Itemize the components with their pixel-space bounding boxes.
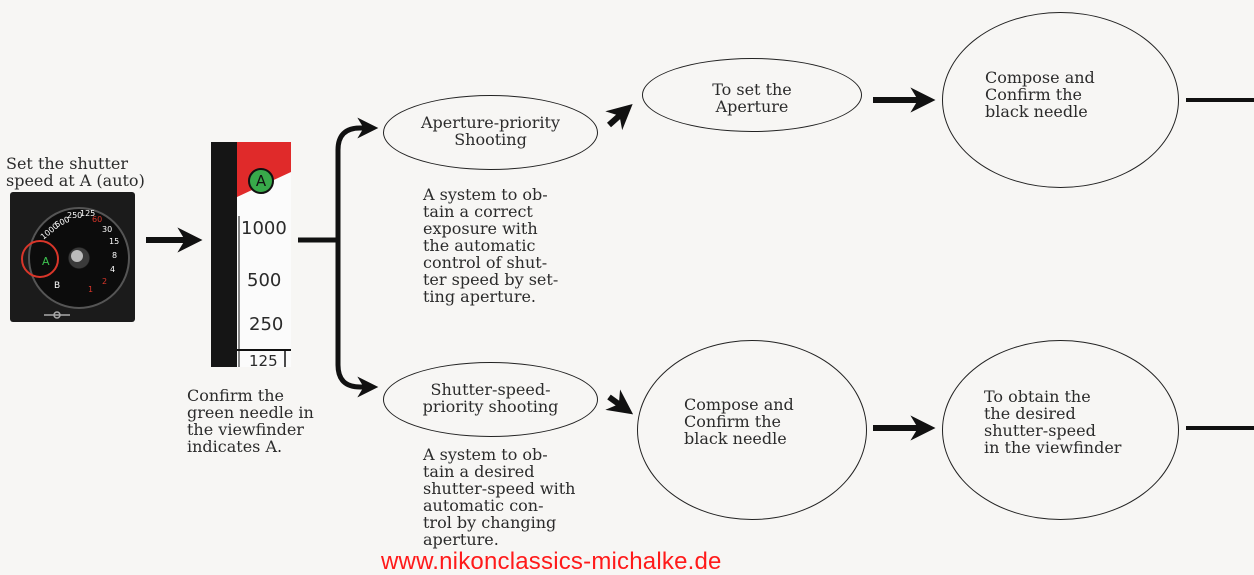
dial-mark: 250 bbox=[67, 211, 82, 220]
scale-value: 250 bbox=[249, 314, 284, 335]
compose-confirm-top-node bbox=[942, 12, 1179, 188]
compose-confirm-bottom-node bbox=[637, 340, 867, 520]
arrow-to-compose-bottom bbox=[605, 389, 634, 415]
dial-mark: 125 bbox=[80, 209, 95, 218]
dial-mark: 30 bbox=[102, 225, 112, 234]
aperture-priority-node bbox=[383, 95, 598, 170]
obtain-shutter-speed-node bbox=[942, 340, 1179, 520]
arrow-branch-shutter bbox=[335, 240, 379, 398]
dial-mark: 1 bbox=[88, 285, 93, 294]
dial-mark: 2 bbox=[102, 277, 107, 286]
dial-center bbox=[71, 250, 83, 262]
shutter-priority-title: Shutter-speed- priority shooting bbox=[422, 380, 559, 416]
scale-value: 125 bbox=[249, 352, 278, 370]
dial-mark: B bbox=[54, 281, 60, 291]
aperture-priority-title: Aperture-priority Shooting bbox=[420, 113, 561, 149]
arrow-branch-aperture bbox=[335, 117, 379, 240]
shutter-priority-node bbox=[383, 362, 598, 437]
scale-value: 500 bbox=[247, 270, 282, 291]
scale-value: 1000 bbox=[241, 218, 287, 239]
confirm-green-needle-label: Confirm the green needle in the viewfind… bbox=[187, 386, 314, 456]
aperture-priority-description: A system to ob- tain a correct exposure … bbox=[423, 185, 559, 306]
dial-highlight-circle bbox=[21, 240, 59, 278]
viewfinder-scale: 1000 500 250 125 bbox=[211, 142, 291, 370]
dial-mark: 4 bbox=[110, 265, 115, 274]
set-aperture-label: To set the Aperture bbox=[712, 80, 792, 116]
obtain-shutter-speed-label: To obtain the the desired shutter-speed … bbox=[984, 387, 1122, 457]
watermark-text[interactable]: www.nikonclassics-michalke.de bbox=[381, 548, 722, 575]
set-shutter-speed-label: Set the shutter speed at A (auto) bbox=[6, 154, 145, 190]
dial-mark: 8 bbox=[112, 251, 117, 260]
arrow-to-set-aperture bbox=[605, 103, 633, 131]
shutter-dial-image: A 1000 500 250 125 60 30 15 8 4 2 1 B bbox=[10, 192, 135, 322]
dial-mark: 60 bbox=[92, 215, 102, 224]
shutter-priority-description: A system to ob- tain a desired shutter-s… bbox=[423, 445, 576, 549]
dial-mark: A bbox=[42, 255, 50, 268]
shutter-dial-markings: A 1000 500 250 125 60 30 15 8 4 2 1 B bbox=[21, 209, 119, 319]
scale-black-bar bbox=[211, 142, 237, 367]
dial-mark: 15 bbox=[109, 237, 119, 246]
auto-badge: A bbox=[248, 168, 274, 194]
compose-confirm-top-label: Compose and Confirm the black needle bbox=[985, 68, 1095, 121]
set-aperture-node bbox=[642, 58, 862, 132]
compose-confirm-bottom-label: Compose and Confirm the black needle bbox=[684, 395, 794, 448]
